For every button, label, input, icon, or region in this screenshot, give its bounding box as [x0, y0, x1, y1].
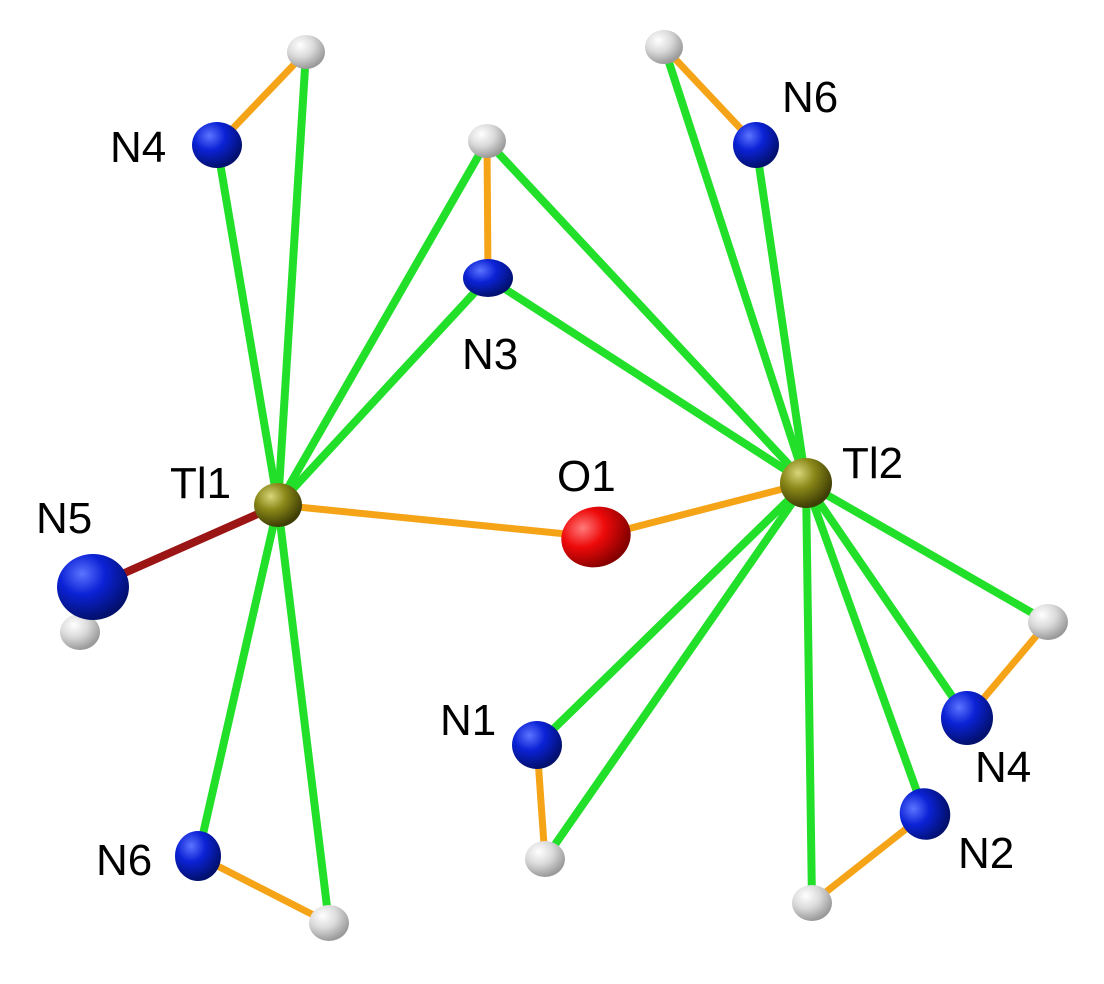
bond-tl1-h-n4a	[274, 48, 310, 509]
h-atom-n4a	[287, 35, 325, 69]
atom-label-n4a: N4	[110, 123, 166, 172]
o-atom-o1	[561, 506, 631, 568]
n-atom-n4b	[941, 691, 993, 745]
h-atom-n2	[792, 885, 832, 921]
bond-tl2-h-n2	[802, 479, 816, 907]
h-atom-n6b	[309, 905, 349, 941]
bond-tl2-h-n4b	[802, 479, 1052, 626]
bond-tl2-h-n1	[541, 479, 810, 863]
bond-tl2-h-n3	[483, 137, 810, 487]
n-atom-n1	[512, 721, 562, 769]
atom-label-o1: O1	[557, 452, 616, 501]
bond-tl2-n4b	[802, 479, 971, 722]
atom-label-tl2: Tl2	[842, 439, 903, 488]
h-atom-n4b	[1028, 604, 1068, 640]
bond-h-n3-n3	[483, 137, 492, 282]
n-atom-n6a	[733, 122, 779, 168]
atom-layer	[57, 30, 1068, 941]
atom-label-tl1: Tl1	[170, 459, 231, 508]
atom-label-n4b: N4	[975, 743, 1031, 792]
atom-label-n1: N1	[440, 696, 496, 745]
bond-o1-tl2	[592, 479, 810, 541]
bond-tl1-o1	[274, 501, 600, 541]
bond-tl1-h-n6b	[274, 501, 333, 927]
h-atom-n6a	[645, 30, 683, 64]
tl-atom-tl1	[254, 483, 302, 527]
n-atom-n2	[899, 788, 951, 840]
bond-tl1-n3	[274, 274, 492, 509]
n-atom-n4a	[192, 122, 242, 168]
n-atom-n5	[57, 554, 129, 620]
bond-tl2-n6a	[752, 141, 810, 487]
atom-label-n6a: N6	[782, 73, 838, 122]
bond-tl2-n2	[802, 479, 929, 818]
n-atom-n6b	[175, 831, 221, 881]
bond-tl1-n4a	[213, 141, 282, 509]
n-atom-n3	[463, 259, 513, 297]
label-layer: N4 N6 N3 Tl1 O1 Tl2 N5 N1 N4 N2 N6	[36, 73, 1031, 885]
bond-tl2-n3	[484, 274, 810, 487]
atom-label-n2: N2	[958, 829, 1014, 878]
h-atom-n1	[525, 841, 565, 877]
bond-tl2-h-n6a	[660, 43, 810, 487]
bond-tl1-h-n3	[274, 137, 491, 509]
h-atom-n5	[60, 614, 100, 650]
atom-label-n3: N3	[462, 330, 518, 379]
atom-label-n5: N5	[36, 494, 92, 543]
tl-atom-tl2	[780, 458, 832, 508]
bond-tl1-n6b	[194, 501, 282, 860]
h-atom-n3	[468, 124, 506, 158]
atom-label-n6b: N6	[96, 836, 152, 885]
bond-tl2-n1	[533, 479, 810, 749]
bond-n6b-h-n6b	[194, 852, 333, 927]
